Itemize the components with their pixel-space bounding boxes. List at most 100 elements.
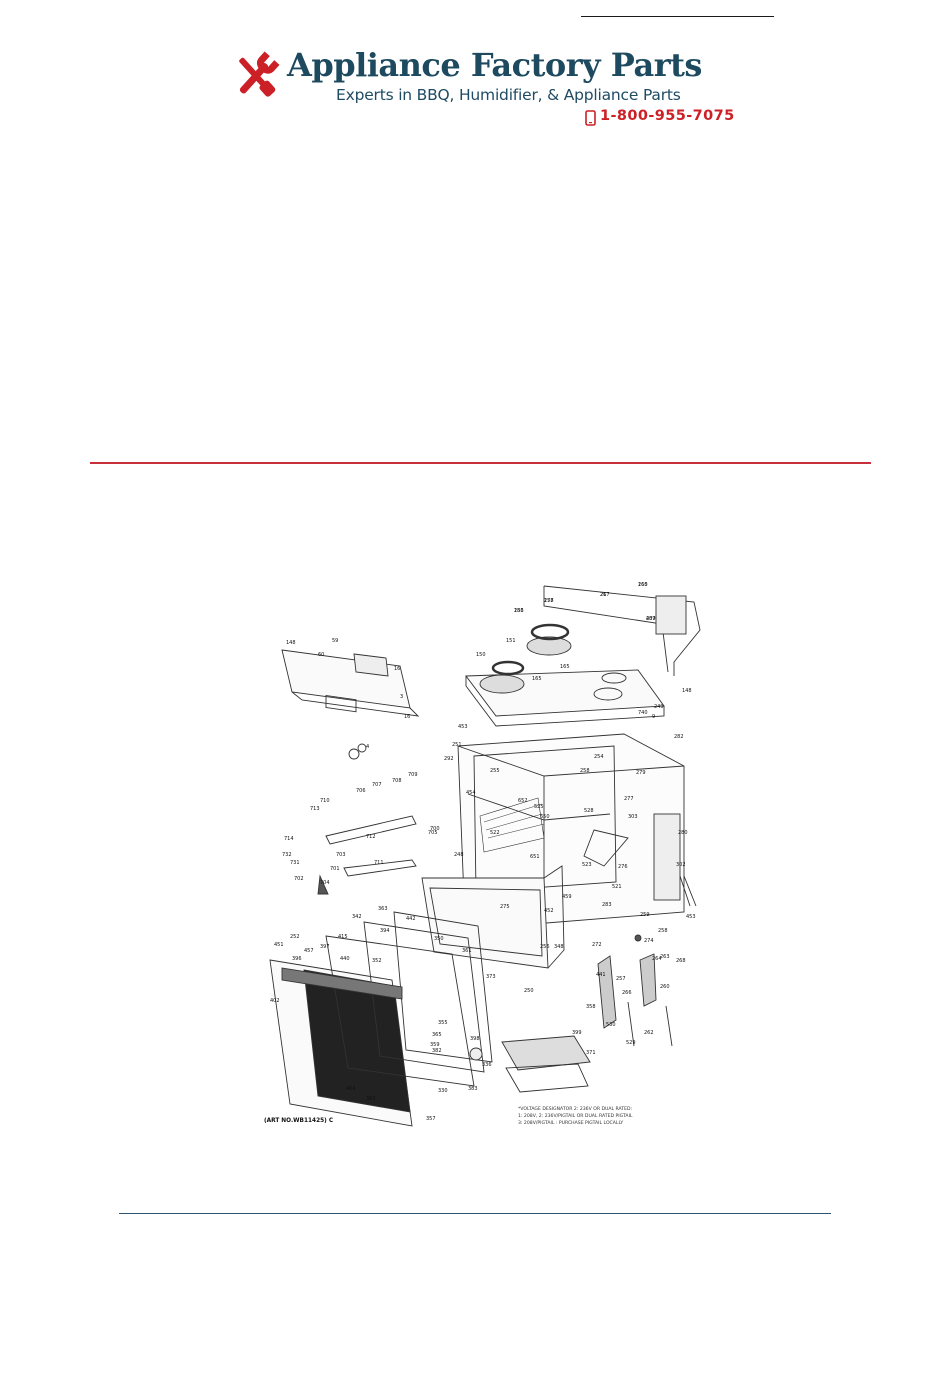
part-number-label: 160 [638,582,648,588]
part-number-label: 259 [640,912,650,918]
voltage-note-line-2: 1: 208V, 2: 236V/PIGTAIL OR DUAL RATED P… [518,1113,633,1119]
part-number-label: 713 [310,806,320,812]
part-number-label: 704 [320,880,330,886]
part-number-label: 262 [644,1030,654,1036]
part-number-label: 452 [544,908,554,914]
part-number-label: 256 [540,944,550,950]
part-number-label: 258 [658,928,668,934]
part-number-label: 706 [356,788,366,794]
part-number-label: 409 [646,616,656,622]
part-number-label: 442 [406,916,416,922]
art-number: (ART NO.WB11425) C [264,1118,333,1124]
part-number-label: 398 [470,1036,480,1042]
part-number-label: 522 [490,830,500,836]
part-number-label: 151 [506,638,516,644]
part-number-label: 254 [594,754,604,760]
part-number-label: 264 [652,956,662,962]
part-number-label: 268 [676,958,686,964]
part-number-label: 454 [466,790,476,796]
tagline: Experts in BBQ, Humidifier, & Appliance … [336,86,681,104]
part-number-label: 528 [584,808,594,814]
top-rule [581,16,774,17]
part-number-label: 303 [628,814,638,820]
control-panel-drawing [281,649,420,760]
part-number-label: 355 [438,1020,448,1026]
part-number-label: 330 [438,1088,448,1094]
part-number-label: 440 [340,956,350,962]
part-number-label: 707 [372,782,382,788]
part-number-label: 165 [560,664,570,670]
part-number-label: 148 [286,640,296,646]
part-number-label: 350 [434,936,444,942]
part-number-label: 710 [320,798,330,804]
part-number-label: 248 [454,852,464,858]
company-logo[interactable]: Appliance Factory Parts Experts in BBQ, … [228,46,748,128]
part-number-label: 711 [374,860,384,866]
part-number-label: 16 [404,714,410,720]
part-number-label: 700 [430,826,440,832]
voltage-note-line-3: 3: 208V/PIGTAIL : PURCHASE PIGTAIL LOCAL… [518,1120,623,1126]
part-number-label: 453 [686,914,696,920]
part-number-label: 352 [372,958,382,964]
part-number-label: 276 [618,864,628,870]
part-number-label: 157 [544,598,554,604]
part-number-label: 382 [432,1048,442,1054]
part-number-label: 287 [646,616,656,622]
part-number-label: 156 [514,608,524,614]
part-number-label: 702 [294,876,304,882]
part-number-label: 282 [674,734,684,740]
part-number-label: 272 [592,942,602,948]
phone-icon [585,110,596,126]
part-number-label: 360 [366,1096,376,1102]
part-number-label: 280 [678,830,688,836]
part-number-label: 714 [284,836,294,842]
part-number-label: 709 [408,772,418,778]
part-number-label: 358 [586,1004,596,1010]
part-number-label: 265 [638,582,648,588]
part-number-label: 283 [514,608,524,614]
part-number-label: 708 [392,778,402,784]
part-number-label: 712 [366,834,376,840]
part-number-label: 451 [274,942,284,948]
part-number-label: 150 [476,652,486,658]
part-number-label: 650 [540,814,550,820]
part-number-label: 397 [320,944,330,950]
part-number-label: 16 [394,666,400,672]
part-number-label: 277 [624,796,634,802]
part-number-label: 399 [572,1030,582,1036]
part-number-label: 394 [380,928,390,934]
part-number-label: 652 [518,798,528,804]
part-number-label: 275 [500,904,510,910]
part-number-label: 457 [304,948,314,954]
part-number-label: 521 [612,884,622,890]
part-number-label: 3 [400,694,403,700]
part-number-label: 336 [482,1062,492,1068]
part-number-label: 258 [580,768,590,774]
phone-number[interactable]: 1-800-955-7075 [600,108,735,124]
part-number-label: 9 [652,714,655,720]
part-number-label: 251 [452,742,462,748]
part-number-label: 267 [600,592,610,598]
voltage-note-line-1: *VOLTAGE DESIGNATOR 2: 236V OR DUAL RATE… [518,1106,633,1112]
oven-door-drawing [269,911,493,1127]
part-number-label: 703 [336,852,346,858]
part-number-label: 283 [602,902,612,908]
part-number-label: 523 [582,862,592,868]
part-number-label: 365 [432,1032,442,1038]
part-number-label: 701 [330,866,340,872]
part-number-label: 530 [606,1022,616,1028]
part-number-label: 342 [352,914,362,920]
part-number-label: 361 [462,948,472,954]
part-number-label: 292 [444,756,454,762]
part-number-label: 279 [636,770,646,776]
part-number-label: 459 [562,894,572,900]
part-number-label: 740 [638,710,648,716]
part-number-label: 441 [596,972,606,978]
oven-body-drawing [457,733,697,925]
part-number-label: 453 [458,724,468,730]
part-number-label: 255 [490,768,500,774]
part-number-label: 302 [676,862,686,868]
part-number-label: 732 [282,852,292,858]
header-divider [90,462,871,464]
